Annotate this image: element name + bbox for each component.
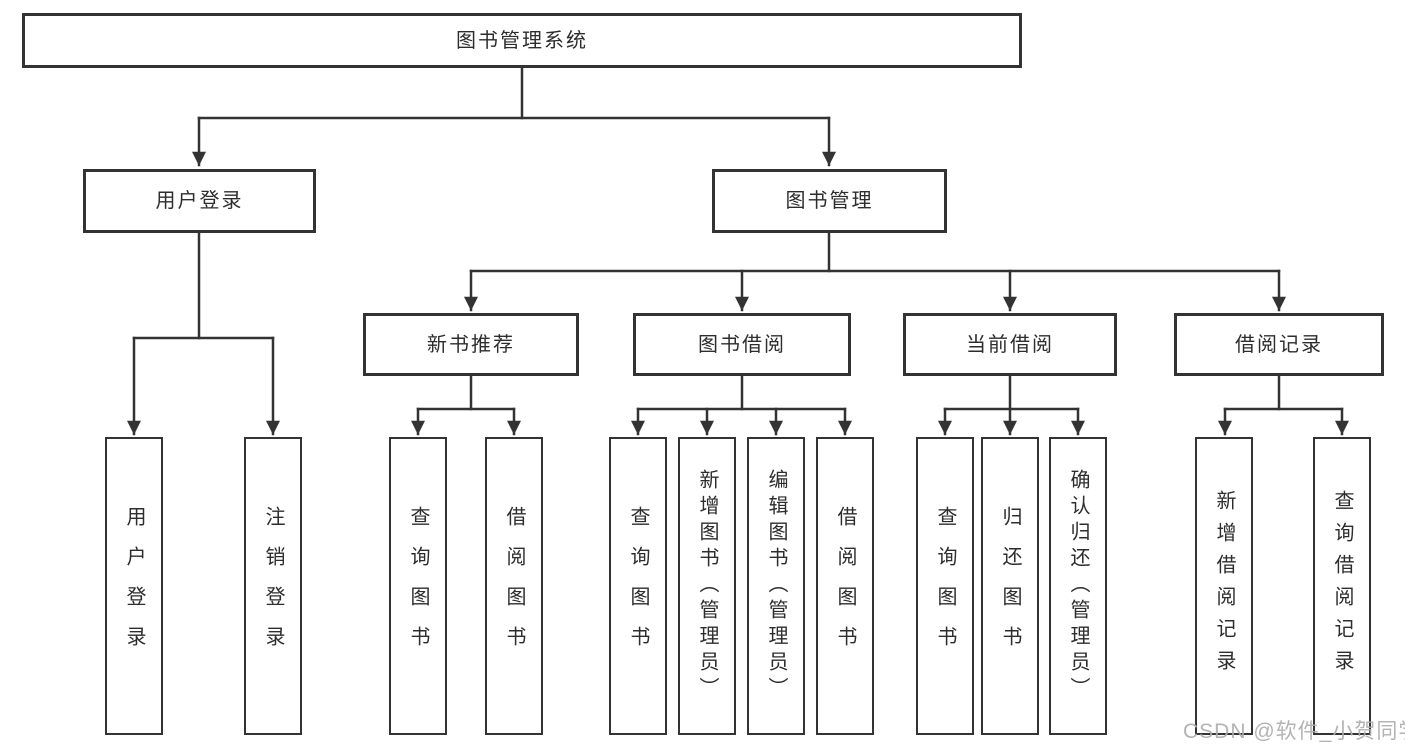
leaf-borrow-book: 借阅图书 (816, 437, 874, 735)
leaf-label: 查询图书 (934, 506, 956, 666)
leaf-label: 用户登录 (123, 506, 145, 666)
node-label: 新书推荐 (427, 333, 515, 356)
leaf-add-book-admin: 新增图书（管理员） (678, 437, 736, 735)
node-label: 借阅记录 (1235, 333, 1323, 356)
csdn-watermark: CSDN @软件_小贺同学 (1183, 720, 1405, 743)
node-label: 用户登录 (155, 190, 244, 212)
leaf-recommend-query-book: 查询图书 (389, 437, 447, 735)
node-label: 图书借阅 (698, 333, 786, 356)
leaf-label: 归还图书 (999, 506, 1021, 666)
leaf-edit-book-admin: 编辑图书（管理员） (747, 437, 805, 735)
leaf-label: 借阅图书 (503, 506, 525, 666)
node-library-management-system: 图书管理系统 (22, 13, 1022, 68)
leaf-borrowing-query-book: 查询图书 (609, 437, 667, 735)
node-book-borrowing: 图书借阅 (633, 313, 851, 376)
node-label: 图书管理 (785, 190, 874, 212)
node-label: 图书管理系统 (456, 29, 588, 52)
leaf-label: 确认归还（管理员） (1067, 469, 1089, 703)
leaf-label: 查询图书 (627, 506, 649, 666)
leaf-add-borrow-record: 新增借阅记录 (1195, 437, 1253, 735)
leaf-query-borrow-record: 查询借阅记录 (1313, 437, 1371, 735)
node-label: 当前借阅 (966, 333, 1054, 356)
leaf-label: 编辑图书（管理员） (765, 469, 787, 703)
leaf-logout: 注销登录 (244, 437, 302, 735)
leaf-label: 查询借阅记录 (1331, 490, 1353, 682)
leaf-return-book: 归还图书 (981, 437, 1039, 735)
leaf-label: 借阅图书 (834, 506, 856, 666)
node-current-borrowing: 当前借阅 (903, 313, 1117, 376)
node-borrowing-records: 借阅记录 (1174, 313, 1384, 376)
leaf-label: 新增借阅记录 (1213, 490, 1235, 682)
leaf-user-login: 用户登录 (105, 437, 163, 735)
leaf-confirm-return-admin: 确认归还（管理员） (1049, 437, 1107, 735)
leaf-label: 注销登录 (262, 506, 284, 666)
node-book-management: 图书管理 (712, 169, 947, 233)
node-new-book-recommend: 新书推荐 (363, 313, 579, 376)
leaf-recommend-borrow-book: 借阅图书 (485, 437, 543, 735)
leaf-label: 新增图书（管理员） (696, 469, 718, 703)
leaf-current-query-book: 查询图书 (916, 437, 974, 735)
leaf-label: 查询图书 (407, 506, 429, 666)
node-user-login: 用户登录 (83, 169, 316, 233)
